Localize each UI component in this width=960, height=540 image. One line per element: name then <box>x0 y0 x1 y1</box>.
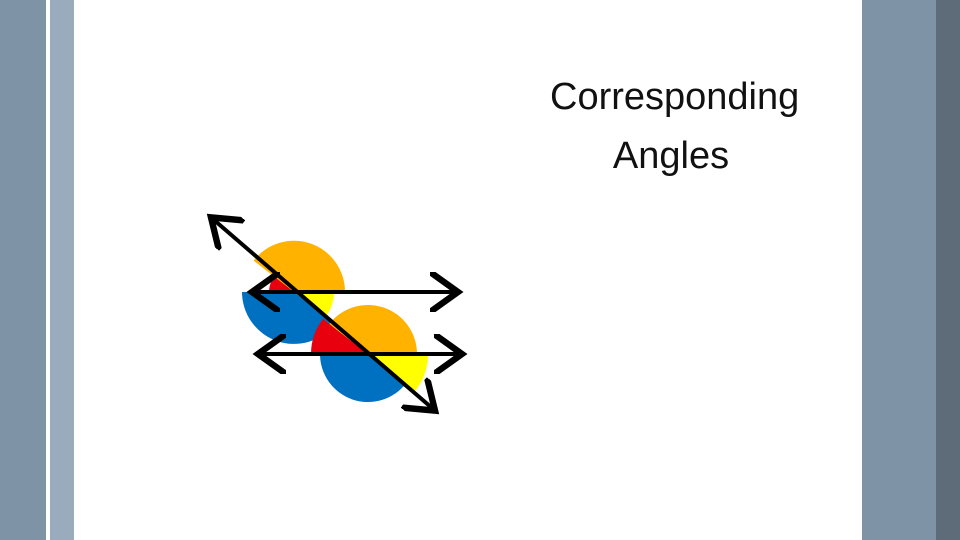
frame-left-outer <box>0 0 46 540</box>
frame-left-gap <box>46 0 50 540</box>
frame-left-inner <box>50 0 74 540</box>
title-line-2: Angles <box>612 135 730 177</box>
frame-right-inner <box>862 0 936 540</box>
corresponding-angles-diagram <box>174 200 474 420</box>
frame-right-outer <box>936 0 960 540</box>
slide-canvas: Corresponding Angles <box>74 0 862 540</box>
slide-title: Corresponding Angles <box>550 68 799 186</box>
transversal-line <box>214 220 432 408</box>
title-line-1: Corresponding <box>550 76 800 118</box>
